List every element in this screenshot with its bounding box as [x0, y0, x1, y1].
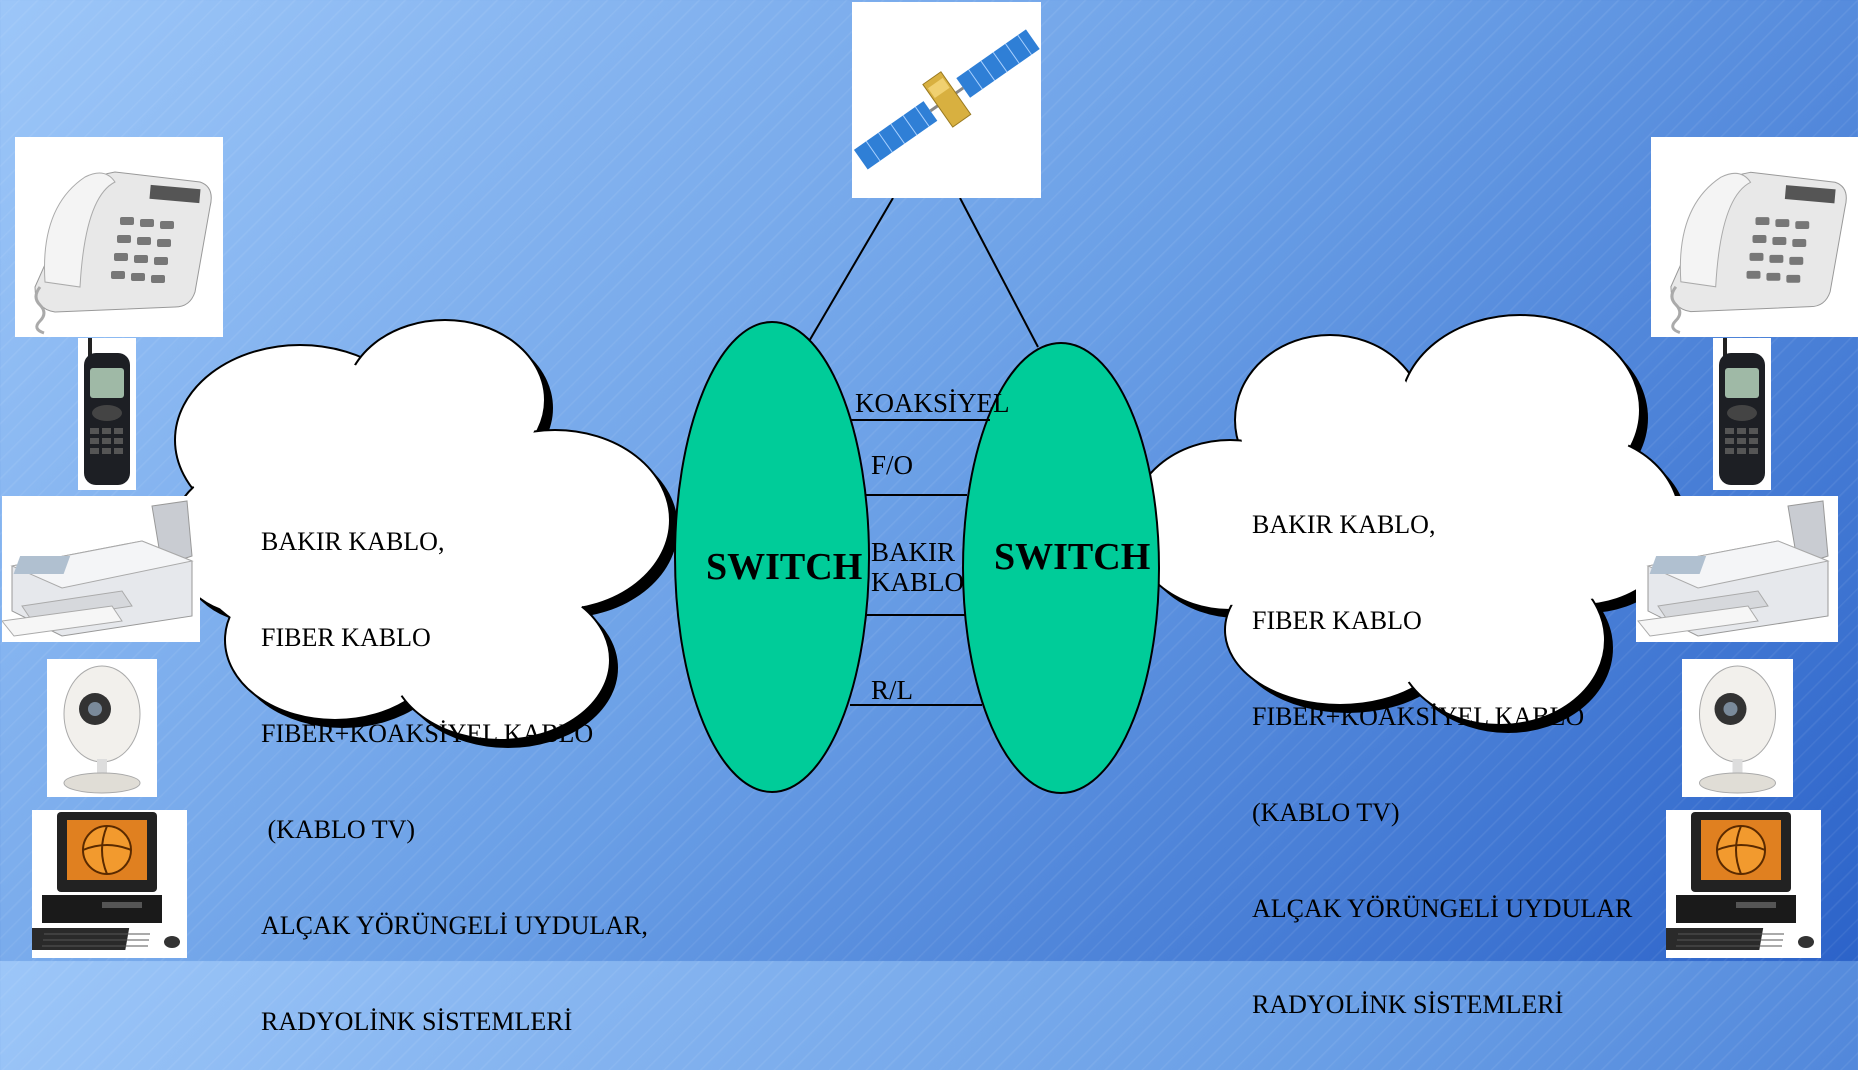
right-cloud-line: ALÇAK YÖRÜNGELİ UYDULAR [1252, 894, 1633, 923]
fax-machine-icon [2, 496, 200, 642]
left-switch [674, 321, 870, 793]
copper-link-label: BAKIR KABLO [871, 537, 964, 597]
left-cloud-line: RADYOLİNK SİSTEMLERİ [261, 1007, 573, 1036]
left-cloud-line: (KABLO TV) [261, 815, 416, 844]
satellite-icon [852, 2, 1041, 198]
left-cloud-line: FIBER+KOAKSİYEL KABLO [261, 719, 594, 748]
webcam-icon [47, 659, 157, 797]
left-cloud-text: BAKIR KABLO, FIBER KABLO FIBER+KOAKSİYEL… [261, 462, 648, 1070]
right-cloud-text: BAKIR KABLO, FIBER KABLO FIBER+KOAKSİYEL… [1252, 445, 1632, 1053]
right-cloud-line: BAKIR KABLO, [1252, 510, 1436, 539]
desk-phone-icon [15, 137, 223, 337]
radio-link-label: R/L [871, 675, 914, 705]
computer-icon [1666, 810, 1821, 958]
right-cloud-line: FIBER KABLO [1252, 606, 1422, 635]
left-cloud-line: ALÇAK YÖRÜNGELİ UYDULAR, [261, 911, 648, 940]
webcam-icon [1682, 659, 1793, 797]
mobile-phone-icon [1713, 338, 1771, 490]
right-cloud-line: RADYOLİNK SİSTEMLERİ [1252, 990, 1564, 1019]
satellite-link-left [807, 197, 894, 344]
left-cloud-line: BAKIR KABLO, [261, 527, 445, 556]
right-cloud [1129, 314, 1688, 733]
left-cloud-line: FIBER KABLO [261, 623, 431, 652]
right-switch [962, 342, 1160, 794]
network-diagram [169, 197, 1688, 794]
right-cloud-line: (KABLO TV) [1252, 798, 1400, 827]
fiber-link-label: F/O [871, 450, 914, 480]
left-cloud [169, 319, 678, 748]
fax-machine-icon [1636, 496, 1838, 642]
desk-phone-icon [1651, 137, 1858, 337]
copper-link-label-line: KABLO [871, 567, 964, 597]
right-cloud-line: FIBER+KOAKSİYEL KABLO [1252, 702, 1585, 731]
left-switch-label: SWITCH [706, 546, 863, 588]
copper-link-label-line: BAKIR [871, 537, 956, 567]
computer-icon [32, 810, 187, 958]
right-switch-label: SWITCH [994, 536, 1151, 578]
coax-link-label: KOAKSİYEL [855, 388, 1010, 418]
mobile-phone-icon [78, 338, 136, 490]
satellite-link-right [959, 197, 1039, 348]
